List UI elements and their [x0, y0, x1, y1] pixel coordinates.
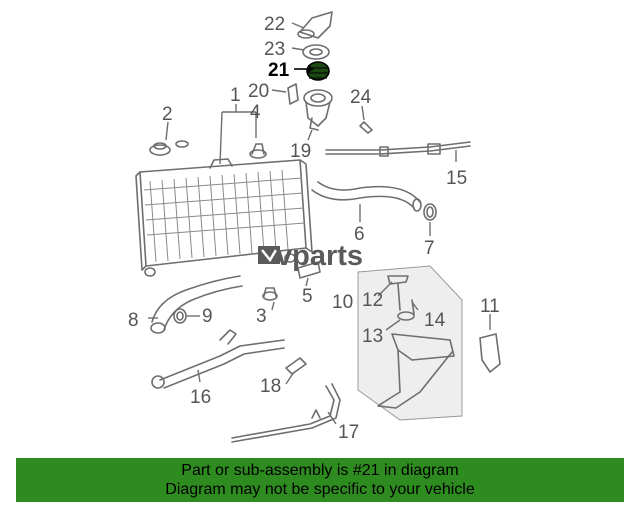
bypass-pipe-15: [325, 141, 471, 157]
upper-hose-6: [311, 181, 422, 212]
callout-13: 13: [362, 326, 383, 347]
parts-diagram: vparts 22 23 21 20 1 4 2 24 19 15 6 7 5 …: [128, 11, 501, 443]
drain-plug-3: [262, 287, 278, 301]
callout-20: 20: [248, 81, 269, 102]
callout-4: 4: [250, 102, 261, 123]
reservoir-assembly-box: [357, 265, 463, 421]
callout-8: 8: [128, 310, 139, 331]
water-pipe-16: [151, 329, 285, 389]
banner-line-1: Part or sub-assembly is #21 in diagram: [181, 462, 459, 479]
callout-22: 22: [264, 14, 285, 35]
info-banner: Part or sub-assembly is #21 in diagram D…: [16, 458, 624, 502]
callout-24: 24: [350, 87, 372, 108]
clamp-7: [423, 203, 437, 221]
sensor-24: [359, 121, 373, 134]
radiator-cap-2: [149, 140, 189, 156]
water-inlet-19: [303, 89, 333, 131]
radiator: [135, 158, 313, 277]
callout-1: 1: [230, 85, 241, 106]
watermark-text: vparts: [276, 240, 363, 272]
callout-5: 5: [302, 286, 313, 307]
clamp-9: [173, 308, 187, 324]
callout-11: 11: [480, 296, 500, 317]
pipe-17: [231, 383, 341, 443]
callout-3: 3: [256, 306, 267, 327]
callout-9: 9: [202, 306, 213, 327]
callout-21: 21: [268, 60, 290, 81]
callout-6: 6: [354, 224, 365, 245]
callout-18: 18: [260, 376, 281, 397]
banner-line-2: Diagram may not be specific to your vehi…: [165, 481, 475, 498]
vparts-watermark: vparts: [258, 240, 363, 272]
callout-2: 2: [162, 104, 173, 125]
hose-18: [285, 357, 307, 375]
gasket-20: [287, 83, 299, 105]
fitting-5: [297, 261, 321, 279]
callout-labels: 22 23 21 20 1 4 2 24 19 15 6 7 5 10 12 1…: [128, 14, 500, 443]
callout-16: 16: [190, 387, 211, 408]
callout-14: 14: [424, 310, 446, 331]
callout-leaders: [148, 22, 491, 425]
cap-4: [249, 143, 267, 159]
lower-hose-8: [150, 275, 243, 334]
callout-12: 12: [362, 290, 383, 311]
thermostat-21-highlight: [306, 61, 330, 81]
callout-10: 10: [332, 292, 353, 313]
callout-15: 15: [446, 168, 467, 189]
callout-17: 17: [338, 422, 359, 443]
callout-23: 23: [264, 39, 285, 60]
thermostat-housing-22: [297, 11, 333, 39]
gasket-23: [302, 44, 330, 60]
bracket-11: [479, 333, 501, 373]
callout-7: 7: [424, 238, 435, 259]
callout-19: 19: [290, 141, 311, 162]
